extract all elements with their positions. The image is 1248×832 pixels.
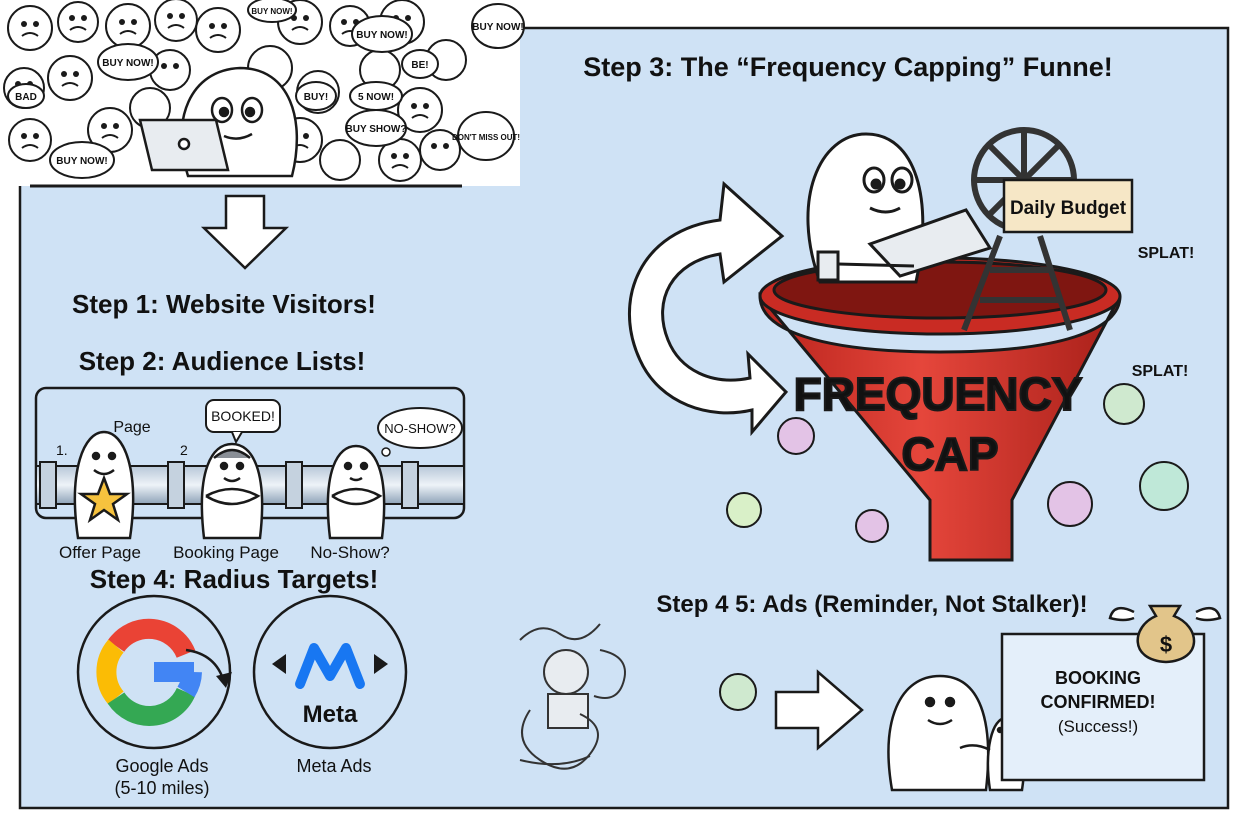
meta-ads-label: Meta Ads (296, 756, 371, 776)
step1-title: Step 1: Website Visitors! (72, 289, 376, 319)
google-ads-label: Google Ads (115, 756, 208, 776)
funnel-label-line1: FREQUENCY (794, 368, 1083, 420)
operator-character-icon (806, 132, 993, 284)
meta-ads-target: Meta (252, 594, 408, 750)
ad-bubble-text: BUY! (304, 92, 328, 103)
ad-bubble-text: BUY NOW! (356, 30, 407, 41)
tangled-robot-icon (519, 623, 626, 770)
right-arrow-icon (774, 669, 864, 751)
page-label: Page (113, 419, 150, 436)
ad-bubble-text: DON'T MISS OUT! (452, 133, 520, 142)
filtered-user-icon (719, 383, 1189, 711)
booked-bubble (205, 399, 281, 433)
node-label-offer: Offer Page (59, 543, 141, 562)
daily-budget-sign (1002, 178, 1134, 234)
google-ads-target (76, 594, 232, 750)
no-show-character-icon (326, 444, 386, 540)
ad-bubble-text: BUY NOW! (102, 58, 153, 69)
no-show-bubble (377, 407, 463, 449)
frequency-cap-funnel: FREQUENCY CAP (758, 256, 1122, 562)
ad-bubble-text: BUY NOW! (251, 7, 292, 16)
offer-page-character-icon (73, 430, 135, 540)
worried-character-icon (138, 66, 299, 178)
marker-1: 1. (56, 442, 68, 458)
ad-bubble-text: BE! (411, 60, 428, 71)
ad-bubble-text: BUY SHOW? (346, 124, 407, 135)
no-show-bubble-text: NO-SHOW? (384, 421, 456, 436)
meta-logo-text: Meta (303, 701, 358, 728)
dollar-sign-icon: $ (1160, 632, 1172, 657)
audience-list-panel: BOOKED! NO-SHOW? 1. 2 Page (34, 386, 466, 540)
confirm-line3: (Success!) (1058, 717, 1138, 736)
confirm-line2: CONFIRMED! (1041, 692, 1156, 712)
step5-title: Step 4 5: Ads (Reminder, Not Stalker)! (656, 591, 1087, 618)
splat-text-1: SPLAT! (1138, 245, 1195, 262)
google-logo-icon (96, 618, 202, 726)
ad-bubble-text: 5 NOW! (358, 92, 394, 103)
ad-bubble-texts: BUY NOW! BUY NOW! BUY NOW! BUY NOW! BUY … (15, 7, 524, 167)
node-label-no-show: No-Show? (310, 543, 389, 562)
star-icon (77, 474, 131, 524)
step3-title: Step 3: The “Frequency Capping” Funne! (583, 52, 1113, 82)
splat-text-2: SPLAT! (1132, 363, 1189, 380)
daily-budget-text: Daily Budget (1010, 198, 1127, 219)
ad-bubble-text: BUY NOW! (472, 22, 523, 33)
google-ads-sub: (5-10 miles) (114, 778, 209, 798)
ad-bubble-text: BAD (15, 92, 37, 103)
money-bag-icon: $ (1108, 604, 1222, 664)
meta-logo-icon (295, 643, 365, 689)
angry-face-icon (3, 0, 467, 182)
ad-bubble-text: BUY NOW! (56, 156, 107, 167)
marker-2: 2 (180, 442, 188, 458)
node-label-booking: Booking Page (173, 543, 279, 562)
step4-title: Step 4: Radius Targets! (90, 564, 378, 594)
confirm-line1: BOOKING (1055, 668, 1141, 688)
loop-arrow-icon (627, 180, 789, 437)
booked-bubble-text: BOOKED! (211, 408, 275, 424)
down-arrow-icon (200, 194, 290, 270)
step2-title: Step 2: Audience Lists! (79, 346, 366, 376)
booking-page-character-icon (200, 442, 264, 540)
funnel-label-line2: CAP (901, 428, 998, 480)
calculator-icon (816, 250, 840, 282)
